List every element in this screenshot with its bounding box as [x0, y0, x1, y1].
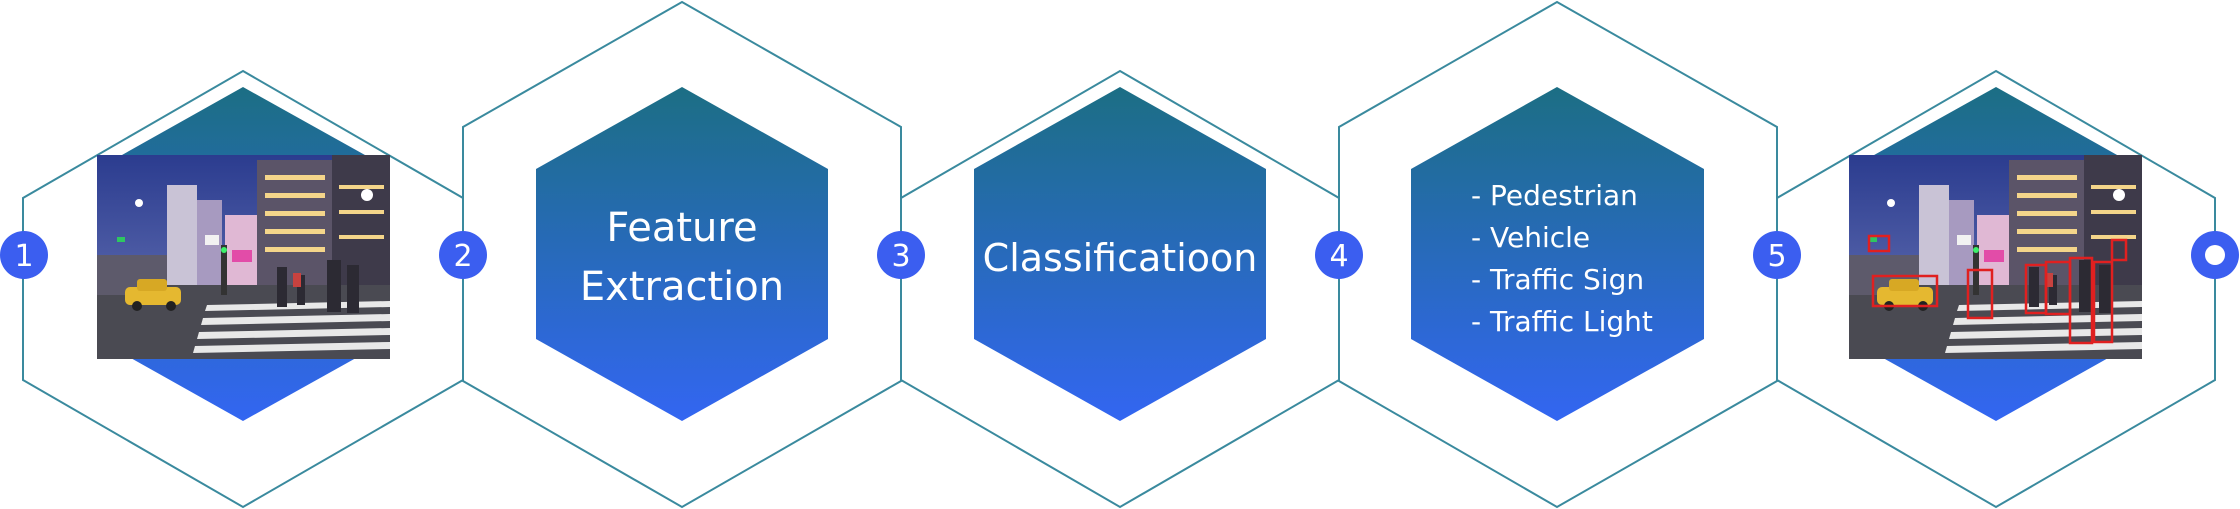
detection-box	[1867, 234, 1891, 253]
step-hexagon-4	[1411, 87, 1704, 421]
outline-hexagon-4	[1338, 0, 1778, 509]
step-hexagon-3	[974, 87, 1266, 421]
ring-icon	[2191, 231, 2239, 279]
detection-box	[2110, 238, 2128, 262]
class-item-pedestrian: - Pedestrian	[1471, 179, 1638, 212]
step-badge-4: 4	[1315, 231, 1363, 279]
step-badge-3: 3	[877, 231, 925, 279]
detection-box	[2068, 256, 2094, 345]
outline-hexagon-5	[1776, 69, 2216, 509]
detection-box	[1966, 268, 1994, 320]
street-photo	[97, 155, 390, 359]
step-badge-1: 1	[0, 231, 48, 279]
step-badge-2: 2	[439, 231, 487, 279]
step-hexagon-2	[536, 87, 828, 421]
step-number-3: 3	[891, 239, 910, 274]
step-number-1: 1	[14, 239, 33, 274]
street-detections-photo	[1849, 155, 2142, 359]
detection-box	[1871, 274, 1939, 308]
step-number-2: 2	[453, 239, 472, 274]
class-item-traffic-sign: - Traffic Sign	[1471, 263, 1644, 296]
class-item-vehicle: - Vehicle	[1471, 221, 1590, 254]
step-number-4: 4	[1329, 239, 1348, 274]
step-number-5: 5	[1767, 239, 1786, 274]
feature-extraction-line1: Feature	[606, 205, 757, 251]
class-item-traffic-light: - Traffic Light	[1471, 305, 1653, 338]
outline-hexagon-2	[462, 0, 902, 509]
classification-label: Classificatioon	[983, 236, 1258, 280]
feature-extraction-line2: Extraction	[580, 264, 784, 310]
step-badge-5: 5	[1753, 231, 1801, 279]
detection-box	[2092, 260, 2114, 344]
